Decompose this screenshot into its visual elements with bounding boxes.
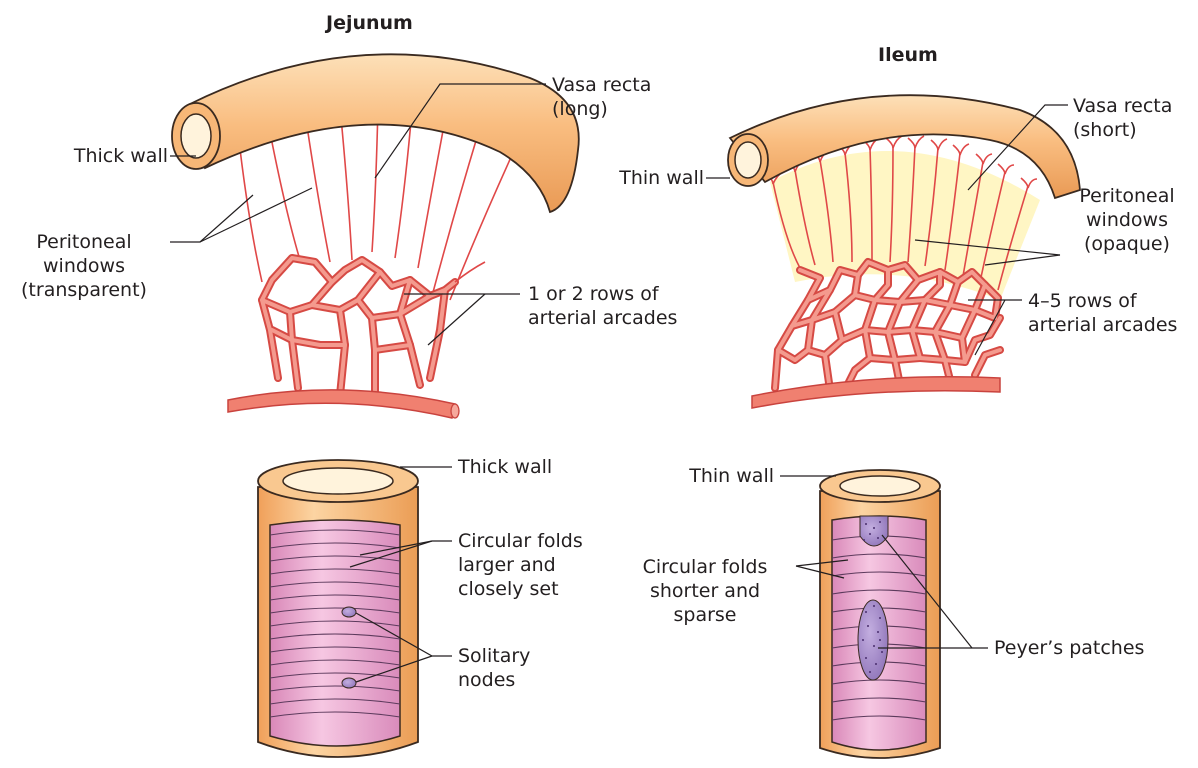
jejunum-cylinder-section [258, 460, 452, 757]
ileum-cylinder-section [780, 470, 988, 758]
ileum-mesentery-illustration [706, 95, 1080, 408]
jejunum-solitary-nodes-label: Solitary nodes [458, 644, 530, 692]
jejunum-arcades-label: 1 or 2 rows of arterial arcades [528, 282, 677, 330]
ileum-cylinder-thin-wall-label: Thin wall [600, 464, 774, 488]
ileum-title: Ileum [878, 44, 938, 66]
jejunum-main-artery [228, 390, 459, 418]
jejunum-arterial-arcades [262, 258, 485, 395]
jejunum-mesentery-illustration [170, 54, 579, 418]
peyers-patch-upper [860, 516, 888, 546]
ileum-circular-folds-label: Circular folds shorter and sparse [616, 555, 794, 627]
ileum-vasa-recta-label: Vasa recta (short) [1073, 94, 1172, 142]
ileum-peyers-patches-label: Peyer’s patches [994, 636, 1144, 660]
solitary-node-upper [342, 607, 356, 617]
jejunum-peritoneal-windows-label: Peritoneal windows (transparent) [4, 230, 164, 302]
ileum-peritoneal-windows-label: Peritoneal windows (opaque) [1062, 184, 1192, 256]
jejunum-thick-wall-label: Thick wall [20, 144, 168, 168]
solitary-node-lower [342, 678, 356, 688]
jejunum-circular-folds-label: Circular folds larger and closely set [458, 529, 583, 601]
ileum-main-artery [752, 377, 1000, 408]
ileum-thin-wall-label: Thin wall [560, 166, 704, 190]
ileum-arcades-label: 4–5 rows of arterial arcades [1028, 289, 1177, 337]
jejunum-vasa-recta-label: Vasa recta (long) [552, 73, 651, 121]
jejunum-cylinder-thick-wall-label: Thick wall [458, 455, 552, 479]
jejunum-title: Jejunum [326, 12, 413, 34]
